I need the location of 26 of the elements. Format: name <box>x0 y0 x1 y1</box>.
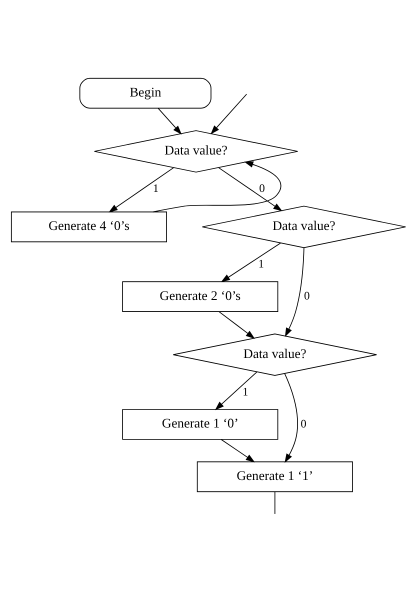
arrow <box>284 247 304 338</box>
node-box: Generate 4 ‘0’s <box>10 212 167 242</box>
node-diamond: Data value? <box>94 130 298 173</box>
node-diamond: Data value? <box>202 206 406 248</box>
node-box: Begin <box>79 78 212 109</box>
arrow <box>218 167 282 212</box>
arrow <box>221 439 255 462</box>
arrow <box>220 242 282 282</box>
node-box: Generate 1 ‘1’ <box>196 461 353 492</box>
edge-label: 1 <box>258 258 264 271</box>
node-diamond: Data value? <box>172 334 377 376</box>
edge-label: 0 <box>304 290 310 303</box>
arrow <box>108 167 174 213</box>
connector <box>274 491 276 514</box>
edge-label: 0 <box>300 418 306 431</box>
arrow <box>218 311 255 339</box>
arrow <box>284 373 298 463</box>
edge-label: 1 <box>242 386 248 399</box>
arrow <box>214 372 258 410</box>
arrow <box>158 108 182 135</box>
arrow <box>152 161 282 212</box>
edge-label: 1 <box>152 182 159 196</box>
node-box: Generate 1 ‘0’ <box>122 409 278 440</box>
arrow <box>210 94 248 134</box>
node-box: Generate 2 ‘0’s <box>122 281 278 312</box>
edge-label: 0 <box>259 182 265 196</box>
